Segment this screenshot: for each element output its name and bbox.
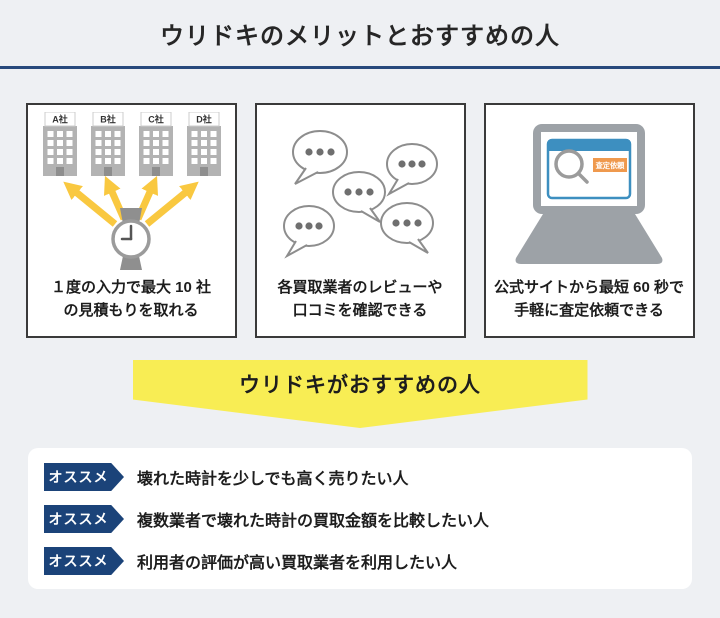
merit-cards-row: A社 B社 C社 D社 [0,103,720,338]
laptop-search-icon: 査定依頼 [486,105,693,270]
assessment-request-button-label: 査定依頼 [595,161,626,170]
building-c: C社 [139,111,173,176]
laptop-base [515,213,663,264]
bubble-top-right [386,142,438,197]
building-c-label: C社 [148,113,164,124]
header: ウリドキのメリットとおすすめの人 [0,0,720,69]
banner-label: ウリドキがおすすめの人 [239,374,481,397]
speech-bubbles-icon [257,105,464,270]
assessment-request-button: 査定依頼 [593,157,627,172]
search-icon [554,148,589,184]
recommend-badge: オススメ [44,505,124,533]
card-reviews: 各買取業者のレビューや 口コミを確認できる [254,103,466,338]
recommendation-text: 壊れた時計を少しでも高く売りたい人 [137,471,409,488]
page-title: ウリドキのメリットとおすすめの人 [160,22,560,50]
watch-to-companies-icon: A社 B社 C社 D社 [28,105,235,270]
laptop-illustration: 査定依頼 [515,123,663,264]
building-b-label: B社 [100,113,116,124]
building-a: A社 [43,111,77,176]
card-assessment-caption: 公式サイトから最短 60 秒で 手軽に査定依頼できる [493,278,685,319]
recommendation-row: オススメ 壊れた時計を少しでも高く売りたい人 [44,463,692,491]
recommendation-text: 複数業者で壊れた時計の買取金額を比較したい人 [137,513,490,530]
recommendations-panel: オススメ 壊れた時計を少しでも高く売りたい人 オススメ 複数業者で壊れた時計の買… [28,448,692,589]
card-reviews-caption: 各買取業者のレビューや 口コミを確認できる [277,278,443,319]
recommend-badge: オススメ [44,463,124,491]
recommendation-row: オススメ 利用者の評価が高い買取業者を利用したい人 [44,547,692,575]
building-a-label: A社 [52,113,68,124]
building-d-label: D社 [196,113,212,124]
bubble-bottom-left [283,204,335,259]
building-b: B社 [91,111,125,176]
bubble-top-left [292,129,348,185]
card-multi-quote: A社 B社 C社 D社 [25,103,237,338]
recommendation-row: オススメ 複数業者で壊れた時計の買取金額を比較したい人 [44,505,692,533]
watch-icon [111,207,151,270]
recommend-badge: オススメ [44,547,124,575]
banner-ribbon: ウリドキがおすすめの人 [132,360,588,428]
bubble-bottom-right [380,201,434,254]
watch-to-companies-illustration: A社 B社 C社 D社 [43,111,221,270]
recommendation-text: 利用者の評価が高い買取業者を利用したい人 [137,555,458,572]
card-multi-quote-caption: １度の入力で最大 10 社 の見積もりを取れる [50,278,212,319]
bubble-middle [332,170,386,223]
building-d: D社 [187,111,221,176]
card-assessment: 査定依頼 公式サイトから最短 60 秒で 手軽に査定依頼できる [483,103,695,338]
speech-bubbles-illustration [283,129,438,259]
